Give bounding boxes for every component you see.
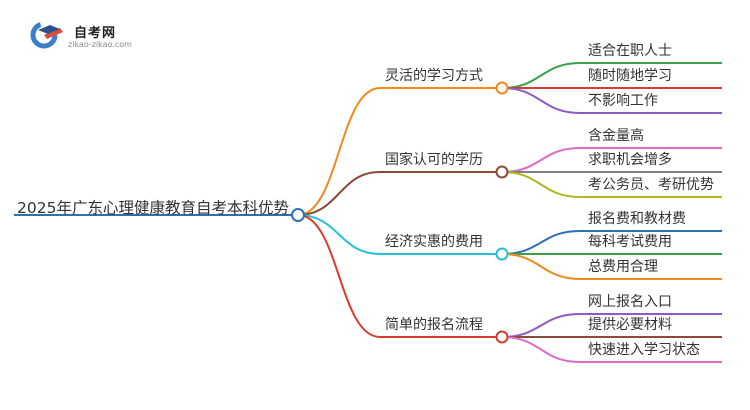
logo-name: 自考网 [74, 26, 117, 41]
mindmap-nodes [291, 81, 509, 344]
leaf-label: 求职机会增多 [588, 152, 672, 168]
leaf-label: 提供必要材料 [588, 317, 672, 333]
leaf-connector [501, 87, 581, 114]
leaf-connector [501, 313, 581, 338]
leaf-label: 不影响工作 [588, 93, 658, 109]
root-node-circle[interactable] [291, 208, 305, 222]
logo-url: zikao-zikao.com [68, 40, 132, 49]
branch-label: 灵活的学习方式 [385, 68, 483, 84]
leaf-connector [501, 253, 581, 280]
branch-label: 国家认可的学历 [385, 152, 483, 168]
branch-node-circle[interactable] [495, 330, 509, 344]
leaf-connector [501, 336, 581, 363]
root-node-label: 2025年广东心理健康教育自考本科优势 [17, 199, 289, 217]
leaf-label: 每科考试费用 [588, 234, 672, 250]
branch-node-circle[interactable] [495, 81, 509, 95]
leaf-connector [501, 62, 581, 89]
leaf-label: 总费用合理 [588, 259, 658, 275]
branch-connector [297, 214, 381, 338]
leaf-label: 报名费和教材费 [588, 211, 686, 227]
leaf-label: 考公务员、考研优势 [588, 177, 714, 193]
branch-node-circle[interactable] [495, 247, 509, 261]
leaf-connector [501, 230, 581, 255]
branch-connector [297, 87, 381, 216]
branch-label: 简单的报名流程 [385, 317, 483, 333]
leaf-connector [501, 147, 581, 173]
leaf-label: 含金量高 [588, 128, 644, 144]
branch-label: 经济实惠的费用 [385, 234, 483, 250]
branch-node-circle[interactable] [495, 165, 509, 179]
leaf-label: 快速进入学习状态 [588, 342, 700, 358]
branch-connector [297, 214, 381, 255]
leaf-label: 网上报名入口 [588, 294, 672, 310]
mindmap-edges [14, 62, 722, 363]
site-logo[interactable]: 自考网 zikao-zikao.com [30, 20, 140, 56]
leaf-label: 适合在职人士 [588, 43, 672, 59]
graduation-cap-icon [30, 21, 63, 49]
leaf-connector [501, 171, 581, 198]
branch-connector [297, 171, 381, 216]
leaf-label: 随时随地学习 [588, 68, 672, 84]
